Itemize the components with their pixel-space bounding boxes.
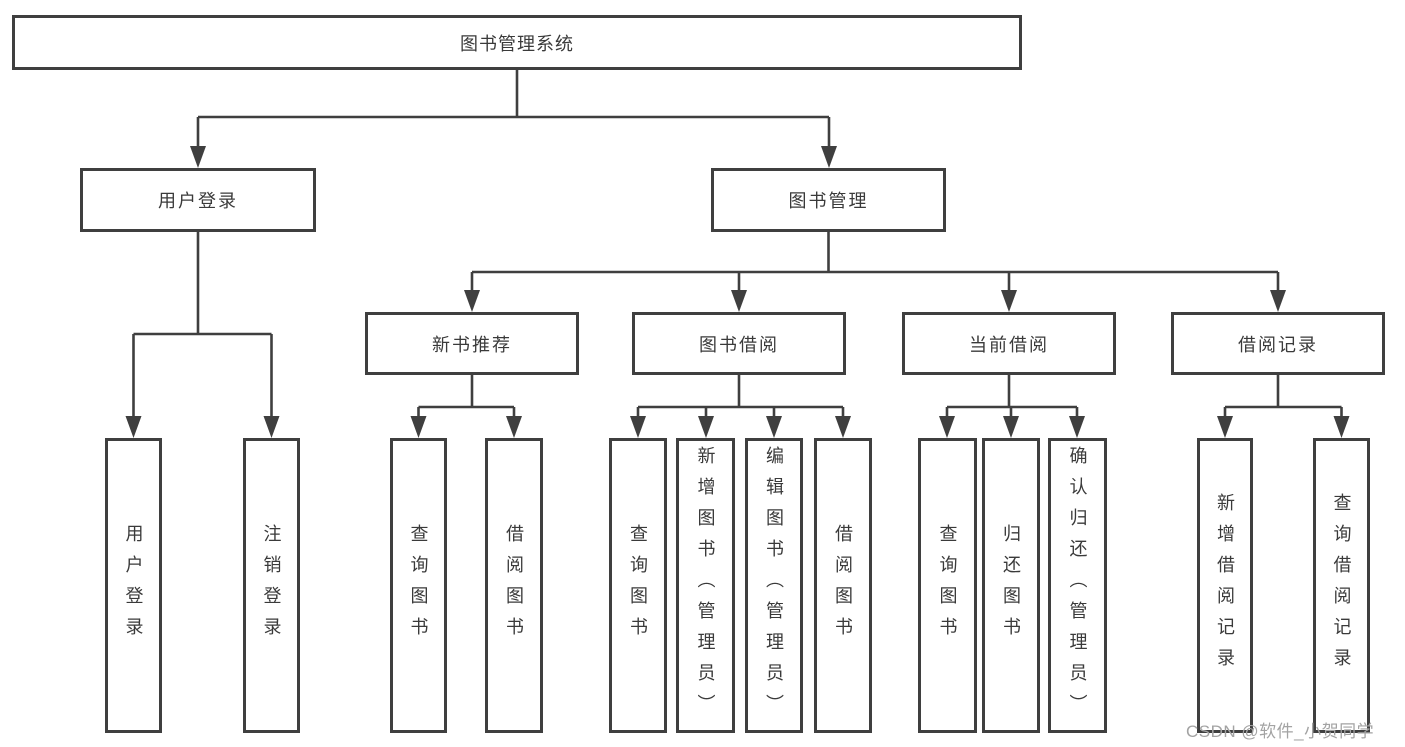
node-label: 借阅记录 <box>1238 334 1318 355</box>
connector-current-borrowing-to-leaves <box>939 375 1085 438</box>
node-add-borrow-record: 新增借阅记录 <box>1197 438 1253 733</box>
node-borrowing-records: 借阅记录 <box>1171 312 1385 375</box>
node-label: 图书管理 <box>788 191 869 211</box>
node-label: 新书推荐 <box>432 334 512 355</box>
connector-user-login-to-leaves <box>125 232 280 438</box>
node-query-books-current: 查询图书 <box>918 438 977 733</box>
node-label: 编辑图书（管理员） <box>764 446 784 725</box>
csdn-watermark: CSDN @软件_小贺同学 <box>1186 722 1375 741</box>
node-query-books-recommend: 查询图书 <box>390 438 447 733</box>
node-label: 注销登录 <box>261 523 282 648</box>
node-book-management-branch: 图书管理 <box>711 168 946 232</box>
node-user-login-branch: 用户登录 <box>80 168 316 232</box>
node-label: 图书借阅 <box>699 334 779 355</box>
node-confirm-return-admin: 确认归还（管理员） <box>1048 438 1107 733</box>
node-label: 查询图书 <box>408 523 429 648</box>
node-label: 查询借阅记录 <box>1331 492 1352 679</box>
node-label: 当前借阅 <box>969 334 1049 355</box>
node-query-books-borrowing: 查询图书 <box>609 438 667 733</box>
node-label: 借阅图书 <box>833 523 853 648</box>
node-label: 图书管理系统 <box>460 33 574 54</box>
connector-book-management-to-groups <box>464 232 1286 312</box>
node-label: 用户登录 <box>158 191 238 211</box>
node-book-borrowing: 图书借阅 <box>632 312 846 375</box>
node-label: 借阅图书 <box>504 523 524 648</box>
node-label: 归还图书 <box>1001 523 1021 648</box>
node-borrow-books-borrowing: 借阅图书 <box>814 438 872 733</box>
node-user-login-leaf: 用户登录 <box>105 438 162 733</box>
node-return-books: 归还图书 <box>982 438 1040 733</box>
node-new-book-recommend: 新书推荐 <box>365 312 579 375</box>
node-label: 新增借阅记录 <box>1215 492 1235 679</box>
node-current-borrowing: 当前借阅 <box>902 312 1116 375</box>
node-edit-book-admin: 编辑图书（管理员） <box>745 438 803 733</box>
node-label: 新增图书（管理员） <box>695 446 716 725</box>
node-label: 用户登录 <box>123 523 144 648</box>
node-library-management-system: 图书管理系统 <box>12 15 1022 70</box>
node-borrow-books-recommend: 借阅图书 <box>485 438 543 733</box>
node-query-borrow-record: 查询借阅记录 <box>1313 438 1370 733</box>
node-label: 确认归还（管理员） <box>1067 446 1088 725</box>
node-add-book-admin: 新增图书（管理员） <box>676 438 735 733</box>
connector-book-borrowing-to-leaves <box>630 375 851 438</box>
connector-borrowing-records-to-leaves <box>1217 375 1350 438</box>
connector-root-to-branches <box>190 70 837 168</box>
node-label: 查询图书 <box>628 523 648 648</box>
connector-new-book-recommend-to-leaves <box>410 375 522 438</box>
node-logout-leaf: 注销登录 <box>243 438 300 733</box>
node-label: 查询图书 <box>937 523 958 648</box>
